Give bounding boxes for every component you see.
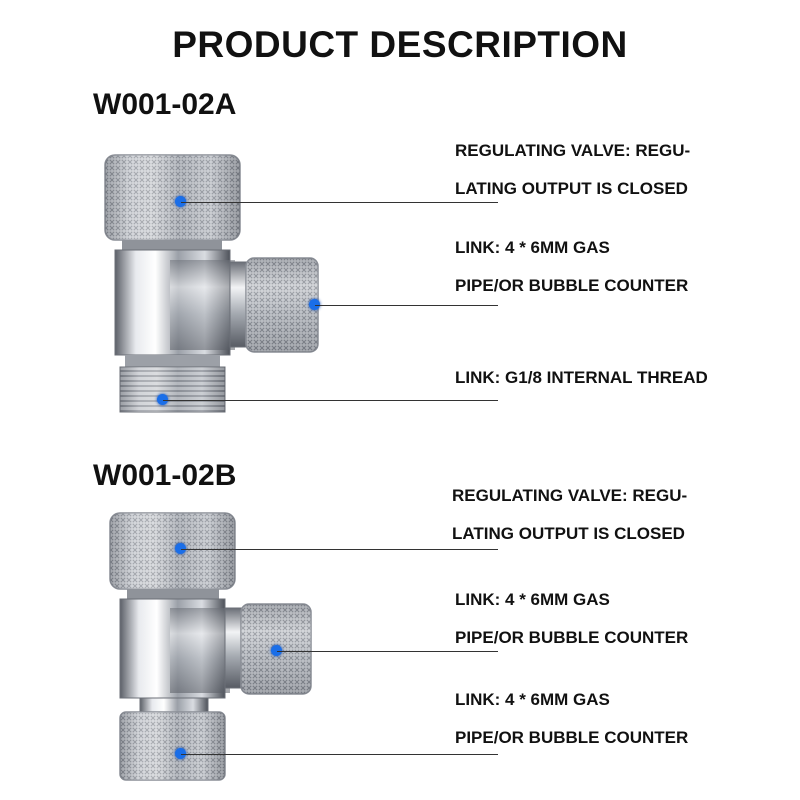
page-title: PRODUCT DESCRIPTION [172, 24, 628, 65]
callout-a-thread: LINK: G1/8 INTERNAL THREAD [455, 359, 708, 397]
marker-a-gas-port [309, 299, 320, 310]
leader-line-a-valve [181, 202, 498, 203]
callout-a-gas-port: LINK: 4 * 6MM GAS PIPE/OR BUBBLE COUNTER [455, 229, 688, 305]
marker-b-valve [175, 543, 186, 554]
leader-line-b-gas-port [277, 651, 498, 652]
callout-text: PIPE/OR BUBBLE COUNTER [455, 628, 689, 647]
callout-b-bottom-port: LINK: 4 * 6MM GAS PIPE/OR BUBBLE COUNTER [455, 681, 688, 757]
callout-b-valve: REGULATING VALVE: REGU- LATING OUTPUT IS… [452, 477, 687, 553]
callout-b-gas-port: LINK: 4 * 6MM GAS PIPE/OR BUBBLE COUNTER [455, 581, 688, 657]
leader-line-b-valve [181, 549, 498, 550]
callout-text: LINK: 4 * 6MM GAS [455, 238, 610, 257]
leader-line-a-gas-port [315, 305, 498, 306]
marker-a-thread [157, 394, 168, 405]
valve-w001-02a-illustration [104, 154, 319, 413]
model-label-a: W001-02A [93, 88, 237, 121]
marker-b-bottom-port [175, 748, 186, 759]
marker-b-gas-port [271, 645, 282, 656]
callout-text: LINK: G1/8 INTERNAL THREAD [455, 368, 708, 387]
valve-w001-02b-illustration [109, 512, 312, 781]
callout-text: LINK: 4 * 6MM GAS [455, 690, 610, 709]
leader-line-b-bottom-port [181, 754, 498, 755]
callout-text: LATING OUTPUT IS CLOSED [452, 524, 685, 543]
leader-line-a-thread [163, 400, 498, 401]
callout-text: PIPE/OR BUBBLE COUNTER [455, 276, 689, 295]
callout-text: LATING OUTPUT IS CLOSED [455, 179, 688, 198]
callout-text: REGULATING VALVE: REGU- [455, 141, 691, 160]
marker-a-valve [175, 196, 186, 207]
model-label-b: W001-02B [93, 459, 237, 492]
callout-text: PIPE/OR BUBBLE COUNTER [455, 728, 689, 747]
callout-text: LINK: 4 * 6MM GAS [455, 590, 610, 609]
callout-text: REGULATING VALVE: REGU- [452, 486, 688, 505]
callout-a-valve: REGULATING VALVE: REGU- LATING OUTPUT IS… [455, 132, 690, 208]
